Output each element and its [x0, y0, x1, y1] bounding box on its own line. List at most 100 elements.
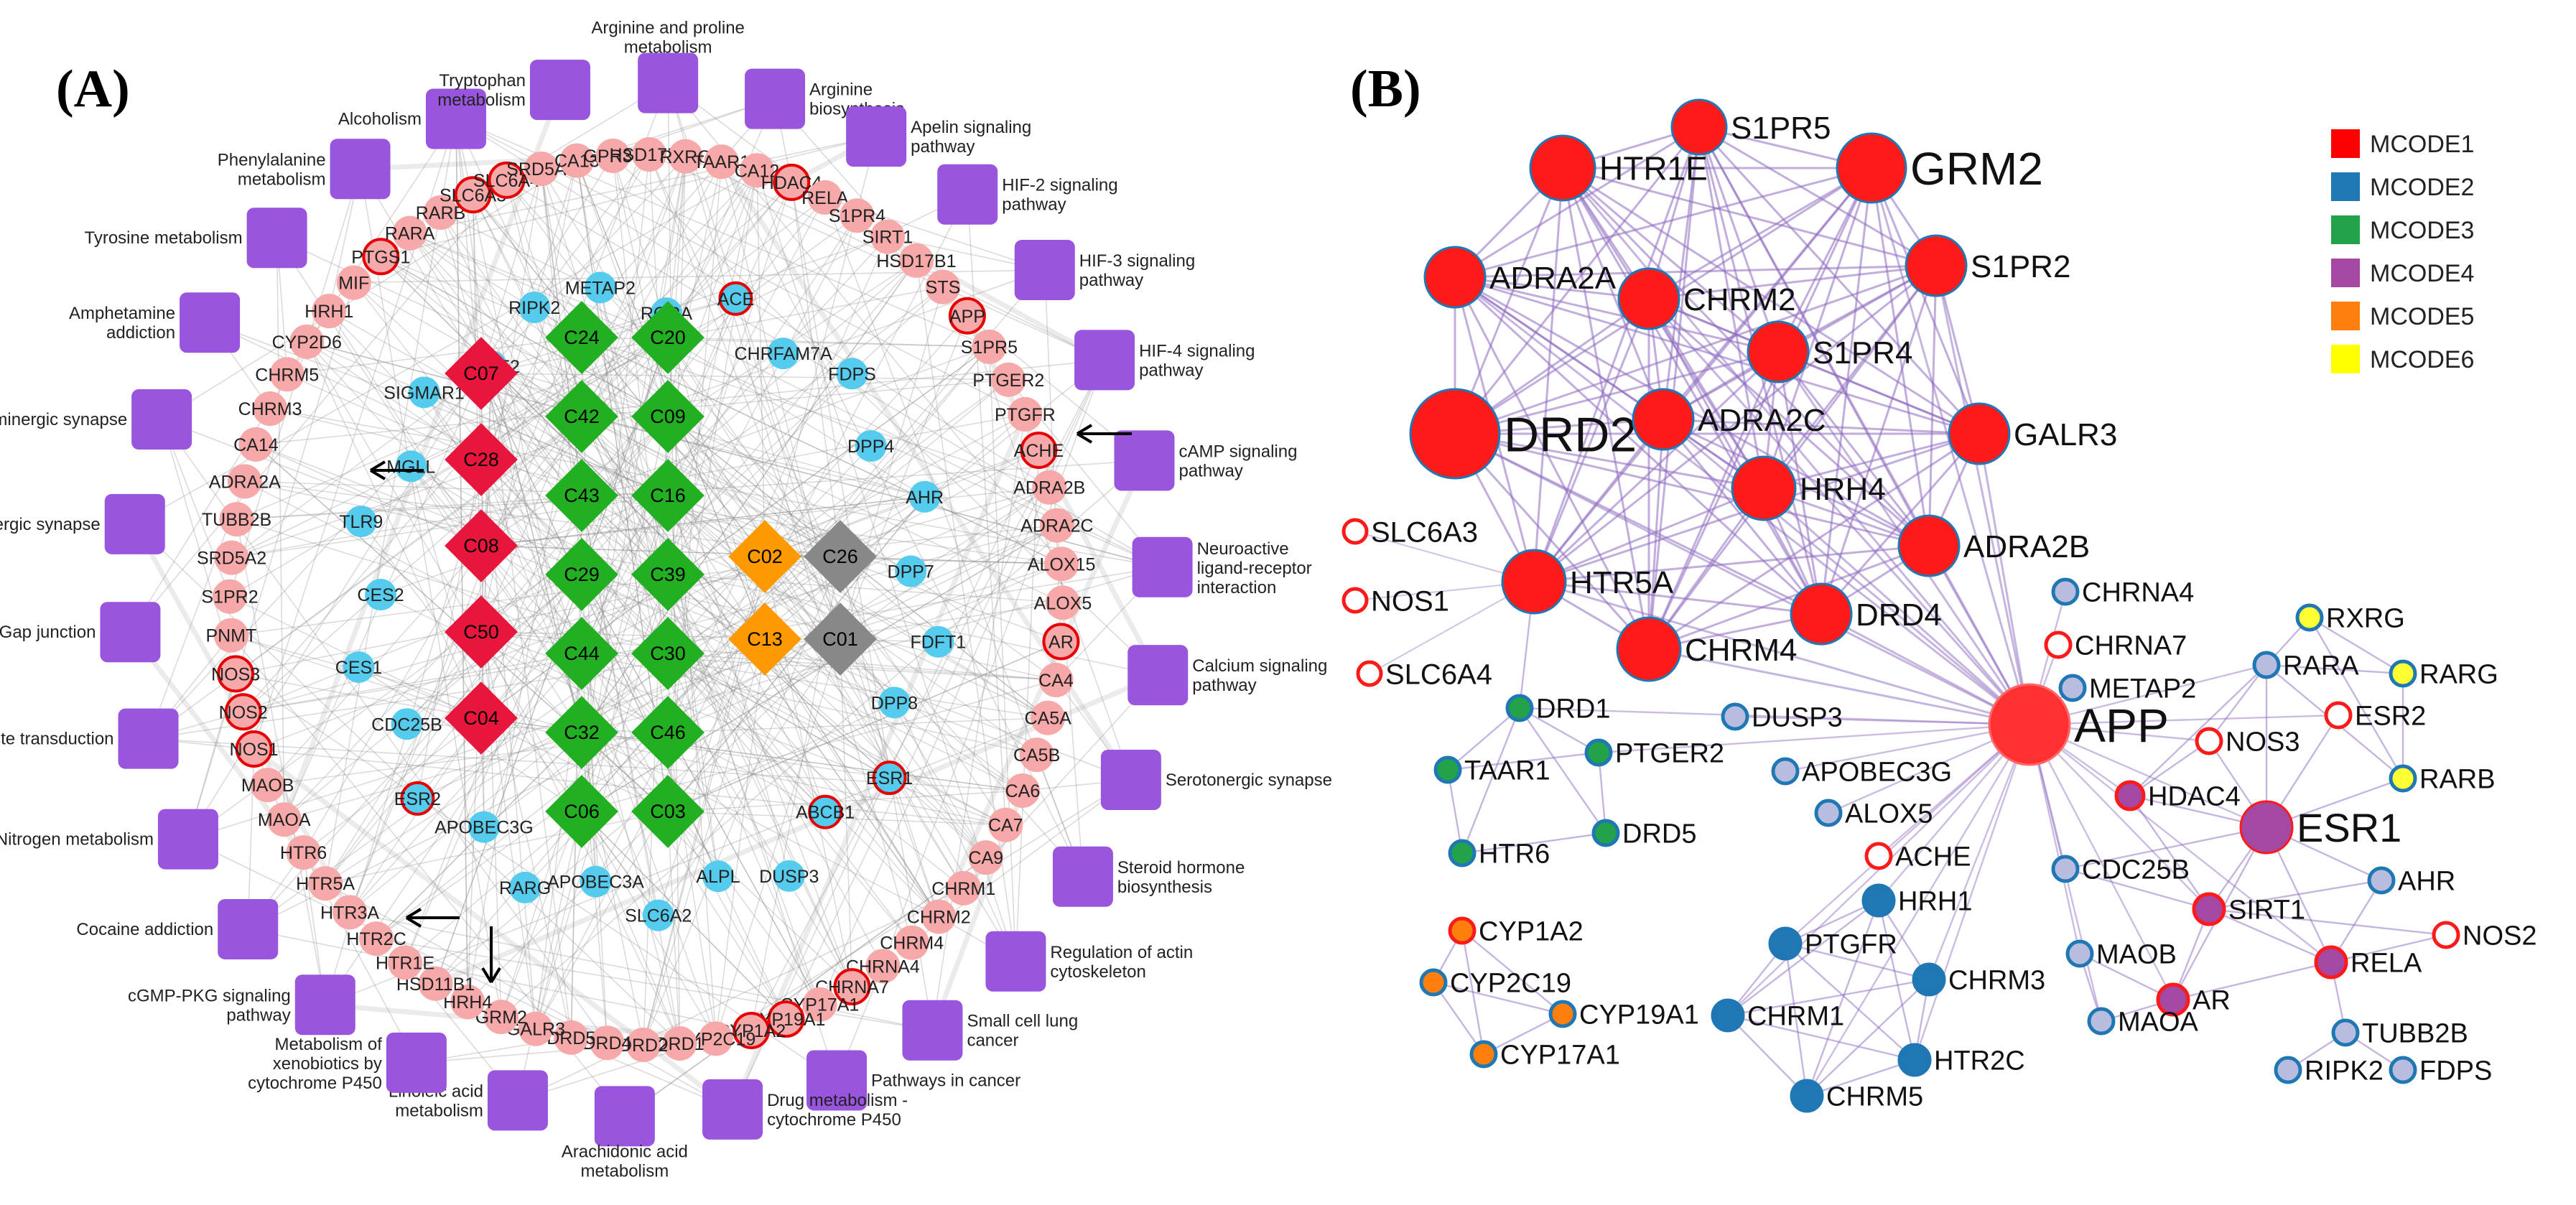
edge: [284, 567, 1163, 821]
gene-node: [289, 324, 325, 359]
edge: [276, 237, 787, 1020]
gene-label: AR: [1048, 632, 1074, 652]
edge: [1806, 979, 1930, 1097]
edge: [472, 194, 669, 575]
node-label: GRM2: [1910, 143, 2043, 195]
node-chrm2: CHRM2: [1617, 267, 1795, 330]
target-sigmar1: SIGMAR1: [383, 376, 465, 409]
compound-c03: C03: [631, 775, 705, 848]
ring-gene-rara: RARA: [385, 215, 435, 251]
node-circle: [1711, 998, 1745, 1033]
pathway-square: [1052, 846, 1113, 907]
pathway-cocaine-addiction: Cocaine addiction: [76, 898, 279, 959]
edge: [541, 168, 582, 417]
node-label: FDPS: [2419, 1056, 2492, 1087]
target-node: [365, 579, 397, 611]
edge: [480, 286, 944, 374]
gene-label: HRH4: [443, 992, 492, 1013]
edge: [1562, 167, 1779, 353]
pathway-taste-transduction: Taste transduction: [0, 708, 179, 769]
node-circle: [2432, 921, 2460, 949]
edge: [1519, 707, 1599, 754]
edge: [480, 545, 790, 877]
gene-label: DRD4: [582, 1033, 631, 1053]
compound-c06: C06: [545, 775, 618, 848]
ring-gene-adra2b: ADRA2B: [1013, 470, 1085, 505]
arrow-grm2: [405, 908, 460, 928]
panel-b-title: (B): [1350, 60, 1421, 118]
node-label: CHRM1: [1747, 1002, 1844, 1032]
ring-gene-adra2c: ADRA2C: [1020, 508, 1094, 543]
edge: [148, 486, 1050, 740]
pathway-label: Tyrosine metabolism: [85, 228, 243, 248]
edge: [2029, 724, 2210, 910]
edge: [535, 638, 766, 1030]
node-taar1: TAAR1: [1433, 755, 1550, 786]
edge: [243, 653, 582, 712]
pathway-square: [902, 1000, 963, 1061]
edge: [248, 929, 752, 1031]
edge: [785, 360, 1105, 1020]
target-node: [345, 506, 377, 538]
edge: [247, 379, 1009, 930]
ring-gene-ca5b: CA5B: [1013, 738, 1060, 773]
gene-node: [286, 835, 321, 870]
node-esr2: ESR2: [2324, 701, 2426, 732]
node-label: RARG: [2419, 660, 2498, 690]
edge: [667, 702, 895, 812]
ring-gene-drd5: DRD5: [547, 1020, 595, 1055]
node-rarb: RARB: [2389, 764, 2496, 795]
edge: [287, 373, 482, 460]
gene-node: [948, 297, 986, 335]
edge: [480, 459, 659, 916]
gene-label: RELA: [801, 188, 849, 208]
pathway-square: [104, 493, 165, 554]
target-label: ABCB1: [796, 803, 855, 823]
edge: [287, 337, 582, 375]
gene-node: [925, 269, 960, 304]
target-apobec3a: APOBEC3A: [547, 865, 644, 898]
ring-gene-pnmt: PNMT: [205, 618, 256, 653]
compound-diamond: [728, 602, 801, 676]
node-rarg: RARG: [2389, 659, 2498, 690]
ring-gene-hsd17b1: HSD17B1: [876, 243, 956, 278]
edge: [269, 408, 482, 460]
node-circle: [1731, 455, 1797, 521]
edge: [967, 315, 1132, 781]
edge: [667, 574, 1064, 604]
node-label: CHRM2: [1683, 282, 1795, 317]
compound-label: C28: [463, 449, 499, 470]
edge: [353, 282, 669, 575]
node-label: RARA: [2283, 651, 2359, 681]
edge: [1533, 419, 1665, 582]
gene-label: MAOA: [258, 810, 311, 830]
edge: [667, 653, 890, 778]
node-s1pr4: S1PR4: [1747, 320, 1912, 383]
ring-gene-app: APP: [948, 297, 986, 335]
edge: [764, 638, 939, 917]
gene-label: MAOB: [241, 776, 294, 796]
legend-item-mcode1: MCODE1: [2331, 129, 2474, 158]
gene-label: NOS2: [219, 702, 268, 722]
edge: [380, 256, 841, 557]
target-node: [408, 376, 440, 409]
ring-gene-drd4: DRD4: [582, 1025, 632, 1061]
node-label: S1PR4: [1813, 335, 1912, 371]
edge: [576, 160, 669, 812]
target-ripk2: RIPK2: [508, 292, 560, 324]
node-tubb2b: TUBB2B: [2331, 1018, 2468, 1049]
gene-node: [1045, 585, 1080, 620]
pathway-tyrosine-metabolism: Tyrosine metabolism: [85, 208, 307, 269]
edge: [1447, 707, 1520, 771]
gene-label: PTGFR: [995, 405, 1056, 425]
node-label: SIRT1: [2228, 895, 2305, 926]
pathway-square: [594, 1086, 655, 1147]
target-abcb1: ABCB1: [796, 794, 855, 829]
ring-gene-chrm2: CHRM2: [907, 899, 971, 934]
gene-label: HSD17B1: [876, 251, 956, 271]
edge: [1805, 724, 2031, 1097]
edge: [1935, 265, 2031, 725]
edge: [472, 195, 482, 460]
